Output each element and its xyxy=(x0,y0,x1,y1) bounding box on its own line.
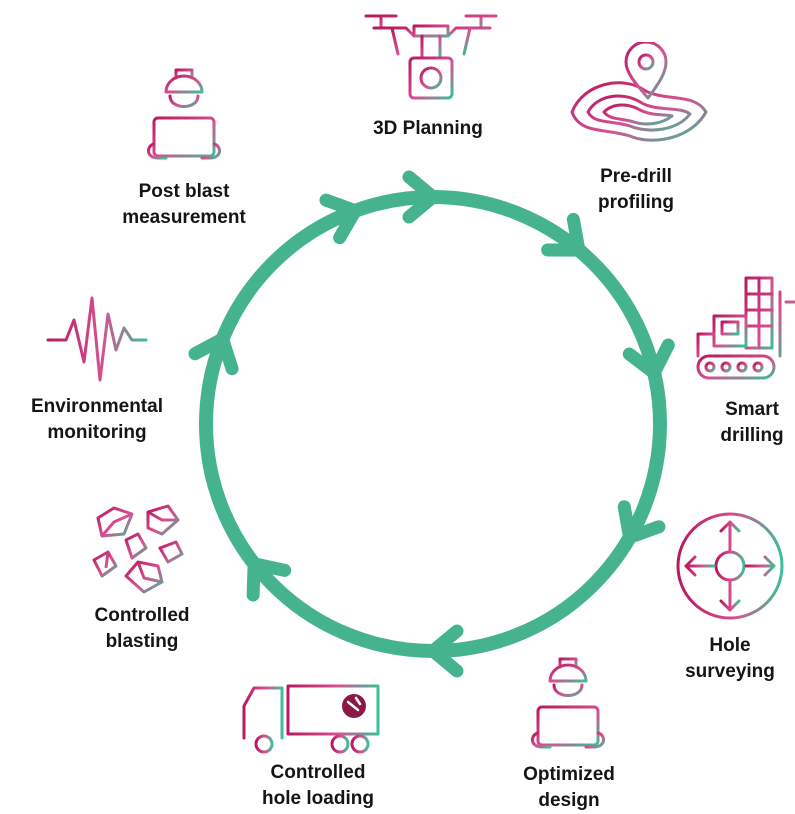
label-3d-planning: 3D Planning xyxy=(373,116,483,142)
label-optimized-design: Optimized design xyxy=(523,762,615,814)
cycle-arrow xyxy=(622,338,675,380)
drill-rig-icon xyxy=(696,276,795,380)
step-text: Pre-drill xyxy=(600,166,672,187)
step-text: Post blast xyxy=(138,181,230,202)
cycle-arrow xyxy=(617,500,666,544)
step-text: blasting xyxy=(105,631,179,652)
cycle-arrow xyxy=(426,624,464,678)
map-pin-contour-icon xyxy=(570,42,708,142)
cycle-arrow xyxy=(188,332,239,376)
step-text: profiling xyxy=(598,192,674,213)
step-text: drilling xyxy=(720,425,784,446)
cycle-arrow xyxy=(246,557,292,602)
step-text: Optimized xyxy=(523,764,615,785)
step-text: Controlled xyxy=(94,605,190,626)
explosives-truck-icon xyxy=(240,684,382,754)
step-text: Hole xyxy=(709,635,751,656)
directional-arrows-icon xyxy=(676,512,784,620)
drone-camera-icon xyxy=(364,14,498,100)
cycle-arrow xyxy=(402,170,440,224)
step-text: Controlled xyxy=(270,762,366,783)
step-text: measurement xyxy=(122,207,246,228)
step-text: Smart xyxy=(725,399,779,420)
engineer-tablet-icon xyxy=(531,657,605,749)
step-text: hole loading xyxy=(262,788,374,809)
cycle-arrow xyxy=(319,193,362,245)
label-post-blast-measurement: Post blast measurement xyxy=(122,179,246,231)
engineer-tablet-icon xyxy=(147,68,221,160)
label-hole-surveying: Hole surveying xyxy=(685,633,775,685)
label-pre-drill-profiling: Pre-drill profiling xyxy=(598,164,674,216)
step-text: monitoring xyxy=(47,422,147,443)
step-text: 3D Planning xyxy=(373,118,483,139)
label-environmental-monitoring: Environmental monitoring xyxy=(31,394,163,446)
step-text: Environmental xyxy=(31,396,163,417)
cycle-circle xyxy=(199,190,667,658)
label-controlled-blasting: Controlled blasting xyxy=(95,603,190,655)
label-controlled-hole-loading: Controlled hole loading xyxy=(262,760,374,812)
step-text: design xyxy=(538,790,600,811)
cycle-arrow xyxy=(541,212,586,257)
label-smart-drilling: Smart drilling xyxy=(720,397,783,449)
seismic-wave-icon xyxy=(46,288,148,382)
step-text: surveying xyxy=(685,661,775,682)
rock-fragments-icon xyxy=(92,504,184,594)
